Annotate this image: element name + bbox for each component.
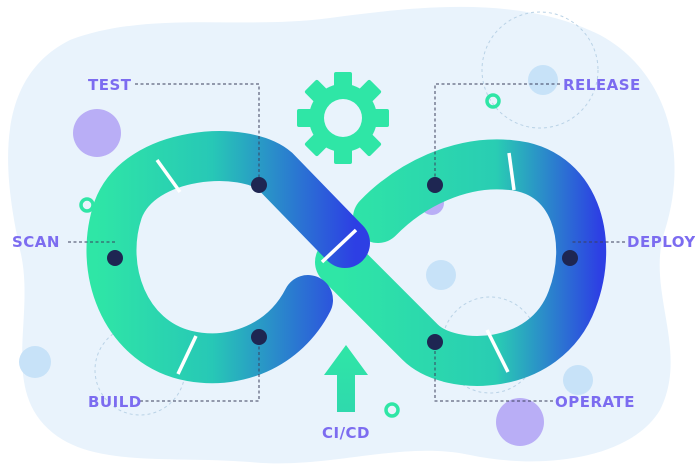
stage-nodes: [107, 177, 578, 350]
label-build: BUILD: [88, 393, 142, 411]
leader-lines: [68, 83, 625, 402]
lightblue-circle-bottom-left: [19, 346, 51, 378]
label-scan: SCAN: [12, 233, 60, 251]
green-ring-left: [79, 197, 95, 213]
green-ring-top: [485, 93, 501, 109]
up-arrow-icon: [324, 345, 368, 412]
label-operate: OPERATE: [555, 393, 635, 411]
node-scan: [107, 250, 123, 266]
infinity-right-loop: [315, 139, 607, 386]
node-test: [251, 177, 267, 193]
label-release: RELEASE: [563, 76, 641, 94]
node-release: [427, 177, 443, 193]
label-deploy: DEPLOY: [627, 233, 695, 251]
purple-circle-bottom-right: [496, 398, 544, 446]
lightblue-circle-center: [426, 260, 456, 290]
infinity-left-loop: [86, 131, 370, 384]
lightblue-circle-bottom-right: [563, 365, 593, 395]
segment-separators: [155, 152, 516, 375]
dashed-ring-top-right: [481, 11, 599, 129]
purple-circle-left: [73, 109, 121, 157]
gear-icon: [297, 72, 389, 164]
lightblue-circle-top-right: [528, 65, 558, 95]
label-ci-cd: CI/CD: [322, 424, 370, 442]
node-deploy: [562, 250, 578, 266]
green-ring-bottom: [384, 402, 400, 418]
node-build: [251, 329, 267, 345]
node-operate: [427, 334, 443, 350]
label-test: TEST: [88, 76, 132, 94]
